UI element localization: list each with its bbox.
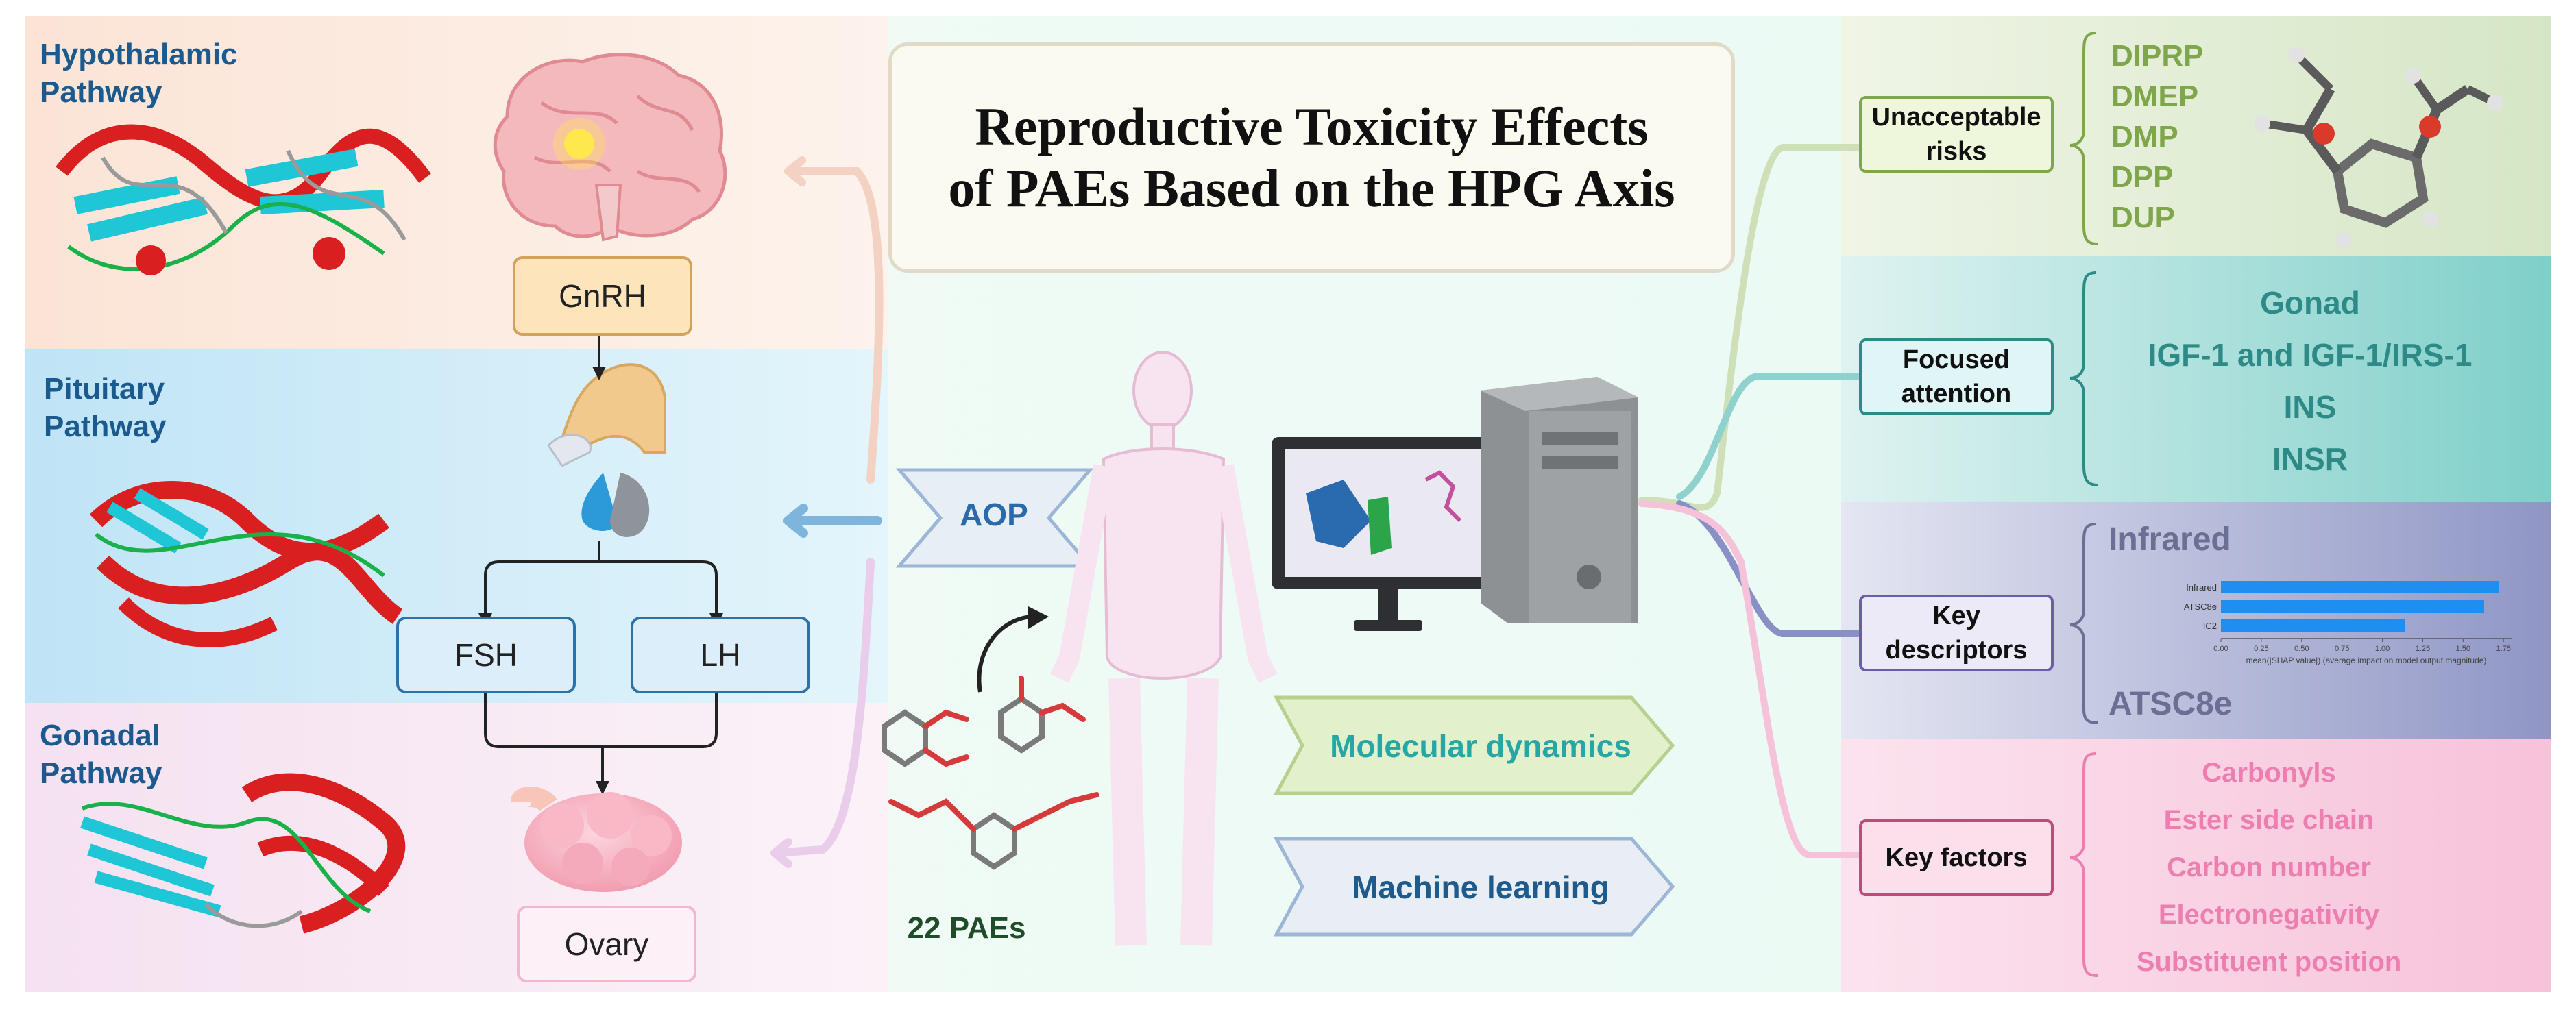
descriptor-top: Infrared xyxy=(2109,521,2231,558)
factor-list: Carbonyls Ester side chain Carbon number… xyxy=(2098,750,2440,986)
lh-node: LH xyxy=(631,617,810,693)
paes-arrow xyxy=(977,615,1036,693)
molecule-3d-icon xyxy=(2254,47,2503,248)
shap-category-label: Infrared xyxy=(2186,582,2217,593)
title-line-2: of PAEs Based on the HPG Axis xyxy=(948,158,1675,218)
factor-item: Electronegativity xyxy=(2158,900,2380,930)
factor-item: Substituent position xyxy=(2136,947,2402,977)
pituitary-gland-icon xyxy=(547,363,666,537)
gonadal-pathway-label: Gonadal Pathway xyxy=(40,719,162,790)
feedback-arrows xyxy=(770,156,884,868)
shap-bar-infrared xyxy=(2221,581,2499,593)
factor-item: Carbon number xyxy=(2167,852,2371,882)
hpg-flow-arrows xyxy=(484,336,718,784)
ovary-icon xyxy=(511,787,682,892)
pituitary-protein-icon xyxy=(89,481,403,647)
hypothalamic-pathway-label: Hypothalamic Pathway xyxy=(40,38,238,109)
fsh-node: FSH xyxy=(396,617,576,693)
focused-attention-box: Focused attention xyxy=(1859,338,2054,415)
shap-tick-label: 0.50 xyxy=(2294,645,2309,653)
title-box: Reproductive Toxicity Effects of PAEs Ba… xyxy=(888,42,1735,273)
focused-item: Gonad xyxy=(2260,285,2360,321)
computer-icon xyxy=(1272,377,1638,631)
paes-molecules-icon xyxy=(882,676,1099,870)
aop-label: AOP xyxy=(960,497,1028,532)
shap-x-label: mean(|SHAP value|) (average impact on mo… xyxy=(2246,656,2487,665)
human-figure-icon xyxy=(1049,351,1278,946)
tree-branches xyxy=(1638,144,1861,858)
focused-list: Gonad IGF-1 and IGF-1/IRS-1 INS INSR xyxy=(2098,277,2523,485)
pituitary-pathway-label: Pituitary Pathway xyxy=(44,372,167,443)
shap-tick-label: 1.50 xyxy=(2456,645,2470,653)
molecular-dynamics-label: Molecular dynamics xyxy=(1330,728,1631,764)
focused-item: INS xyxy=(2283,389,2337,425)
unacceptable-item: DUP xyxy=(2111,201,2175,234)
unacceptable-risks-box: Unacceptable risks xyxy=(1859,96,2054,173)
gonadal-protein-icon xyxy=(80,773,406,934)
unacceptable-item: DMEP xyxy=(2111,79,2199,113)
hypothalamic-protein-icon xyxy=(56,124,431,275)
factor-item: Carbonyls xyxy=(2202,758,2336,788)
key-descriptors-box: Key descriptors xyxy=(1859,595,2054,671)
focused-item: INSR xyxy=(2272,441,2348,477)
machine-learning-label: Machine learning xyxy=(1352,869,1609,905)
shap-category-label: ATSC8e xyxy=(2184,602,2217,612)
aop-chevron xyxy=(895,468,1094,568)
shap-tick-label: 0.75 xyxy=(2335,645,2349,653)
focused-item: IGF-1 and IGF-1/IRS-1 xyxy=(2148,337,2472,373)
shap-tick-label: 1.75 xyxy=(2496,645,2511,653)
shap-tick-label: 0.25 xyxy=(2254,645,2268,653)
ovary-node: Ovary xyxy=(517,906,696,982)
shap-tick-label: 1.25 xyxy=(2416,645,2430,653)
shap-tick-label: 1.00 xyxy=(2375,645,2390,653)
shap-bar-atsc8e xyxy=(2221,600,2484,613)
unacceptable-item: DIPRP xyxy=(2111,39,2204,73)
factor-item: Ester side chain xyxy=(2163,805,2374,835)
descriptor-bottom: ATSC8e xyxy=(2109,686,2233,722)
paes-count-label: 22 PAEs xyxy=(907,911,1026,945)
title-line-1: Reproductive Toxicity Effects xyxy=(975,97,1649,156)
category-braces xyxy=(2069,32,2098,977)
gnrh-node: GnRH xyxy=(513,256,692,336)
unacceptable-item: DPP xyxy=(2111,160,2174,194)
unacceptable-item: DMP xyxy=(2111,120,2178,153)
shap-bar-ic2 xyxy=(2221,619,2405,632)
unacceptable-list: DIPRP DMEP DMP DPP DUP xyxy=(2111,36,2203,238)
brain-icon xyxy=(493,53,727,242)
shap-tick-label: 0.00 xyxy=(2213,645,2228,653)
key-factors-box: Key factors xyxy=(1859,819,2054,896)
shap-category-label: IC2 xyxy=(2203,621,2217,631)
